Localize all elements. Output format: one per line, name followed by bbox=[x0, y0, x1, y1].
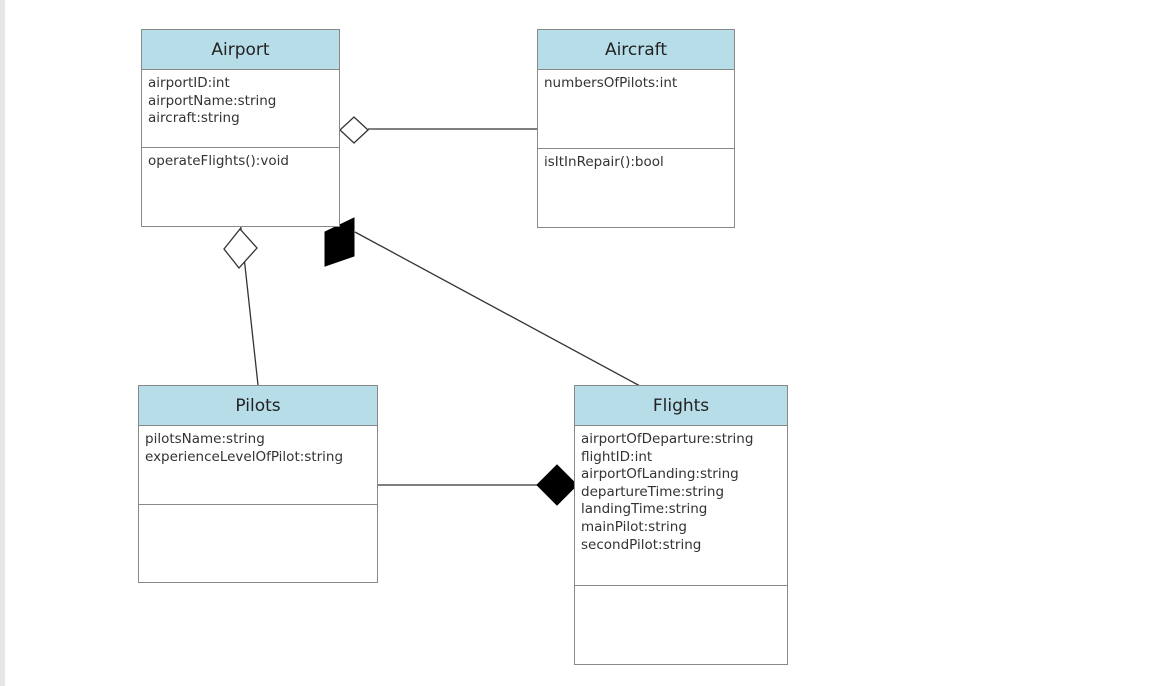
class-flights-attributes: airportOfDeparture:string flightID:int a… bbox=[575, 426, 787, 586]
pilots-flights-composition-diamond bbox=[536, 464, 578, 506]
attribute: aircraft:string bbox=[148, 110, 240, 127]
class-pilots-attributes: pilotsName:string experienceLevelOfPilot… bbox=[139, 426, 377, 505]
attribute: landingTime:string bbox=[581, 501, 708, 518]
attribute: numbersOfPilots:int bbox=[544, 75, 678, 91]
class-pilots-name: Pilots bbox=[139, 386, 377, 426]
attribute: airportID:int bbox=[148, 75, 230, 91]
attribute: experienceLevelOfPilot:string bbox=[145, 448, 344, 465]
left-edge-strip bbox=[0, 0, 5, 686]
attribute: airportOfLanding:string bbox=[581, 466, 739, 483]
flights-airport-line bbox=[354, 231, 641, 387]
class-airport-methods: operateFlights():void bbox=[142, 148, 339, 171]
attribute: airportName:string bbox=[148, 92, 277, 109]
flights-airport-composition-diamond bbox=[324, 217, 355, 267]
method: operateFlights():void bbox=[148, 153, 289, 169]
class-aircraft-attributes: numbersOfPilots:int bbox=[538, 70, 734, 149]
class-aircraft[interactable]: Aircraft numbersOfPilots:int isItInRepai… bbox=[537, 29, 735, 228]
aircraft-airport-aggregation-diamond bbox=[339, 116, 369, 144]
class-aircraft-methods: isItInRepair():bool bbox=[538, 149, 734, 172]
attribute: pilotsName:string bbox=[145, 431, 265, 447]
class-pilots-methods bbox=[139, 505, 377, 510]
class-airport-attributes: airportID:int airportName:string aircraf… bbox=[142, 70, 339, 148]
class-airport[interactable]: Airport airportID:int airportName:string… bbox=[141, 29, 340, 227]
class-aircraft-name: Aircraft bbox=[538, 30, 734, 70]
class-pilots[interactable]: Pilots pilotsName:string experienceLevel… bbox=[138, 385, 378, 583]
attribute: airportOfDeparture:string bbox=[581, 431, 754, 447]
attribute: flightID:int bbox=[581, 448, 653, 465]
class-flights-name: Flights bbox=[575, 386, 787, 426]
class-airport-name: Airport bbox=[142, 30, 339, 70]
attribute: secondPilot:string bbox=[581, 536, 702, 553]
class-flights-methods bbox=[575, 586, 787, 591]
class-flights[interactable]: Flights airportOfDeparture:string flight… bbox=[574, 385, 788, 665]
attribute: mainPilot:string bbox=[581, 518, 687, 535]
pilots-airport-aggregation-diamond bbox=[223, 227, 258, 270]
attribute: departureTime:string bbox=[581, 483, 725, 500]
method: isItInRepair():bool bbox=[544, 154, 664, 170]
